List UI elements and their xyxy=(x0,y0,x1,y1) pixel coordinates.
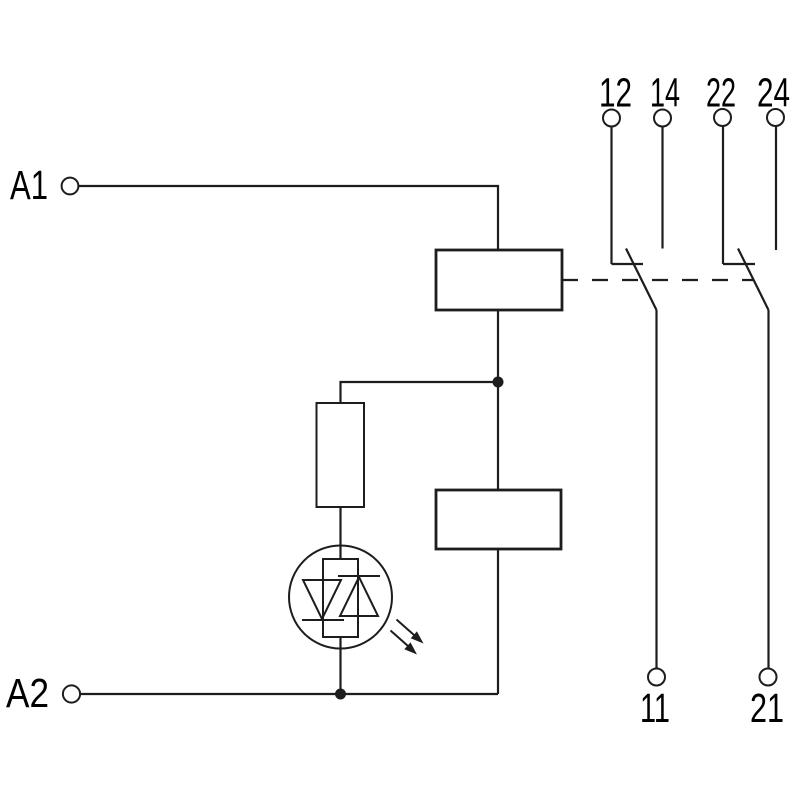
terminal-a1-circle xyxy=(60,176,80,196)
led-indicator-symbol xyxy=(288,544,424,655)
emission-arrow-shaft-2 xyxy=(389,629,409,647)
terminal-22-label: 22 xyxy=(706,70,736,116)
diode-down-triangle xyxy=(301,579,343,622)
relay-coil-box xyxy=(434,248,564,312)
terminal-24-label: 24 xyxy=(757,70,790,116)
light-emission-arrows xyxy=(389,618,424,655)
resistor-box xyxy=(315,402,365,508)
indicator-branch-wire xyxy=(339,380,498,403)
led-circle xyxy=(288,544,393,650)
emission-arrow-head-2 xyxy=(404,642,417,655)
terminal-14-circle xyxy=(653,108,672,128)
terminal-24-circle xyxy=(766,108,785,127)
suppressor-component-box xyxy=(434,488,563,551)
terminal-11-circle xyxy=(647,667,666,687)
junction-dot-coil-branch xyxy=(492,376,504,388)
emission-arrow-shaft-1 xyxy=(395,618,415,636)
led-inner-rect xyxy=(322,558,359,638)
a1-supply-wire xyxy=(78,184,500,250)
contact2-blade xyxy=(737,248,770,311)
terminal-a2-label: A2 xyxy=(6,670,49,716)
terminal-21-circle xyxy=(758,667,778,687)
diode-up-triangle xyxy=(338,574,380,617)
emission-arrow-head-1 xyxy=(410,631,424,644)
terminal-22-circle xyxy=(713,108,732,127)
contact1-blade xyxy=(625,248,658,311)
terminal-a1-label: A1 xyxy=(10,162,48,208)
terminal-12-circle xyxy=(602,108,621,128)
terminal-21-label: 21 xyxy=(750,685,784,731)
terminal-11-label: 11 xyxy=(640,685,670,731)
junction-dot-a2-line xyxy=(335,688,346,700)
terminal-14-label: 14 xyxy=(650,70,680,116)
changeover-contact-1 xyxy=(610,126,664,669)
changeover-contact-2 xyxy=(721,126,778,669)
terminal-a2-circle xyxy=(61,684,82,704)
terminal-12-label: 12 xyxy=(599,70,632,116)
